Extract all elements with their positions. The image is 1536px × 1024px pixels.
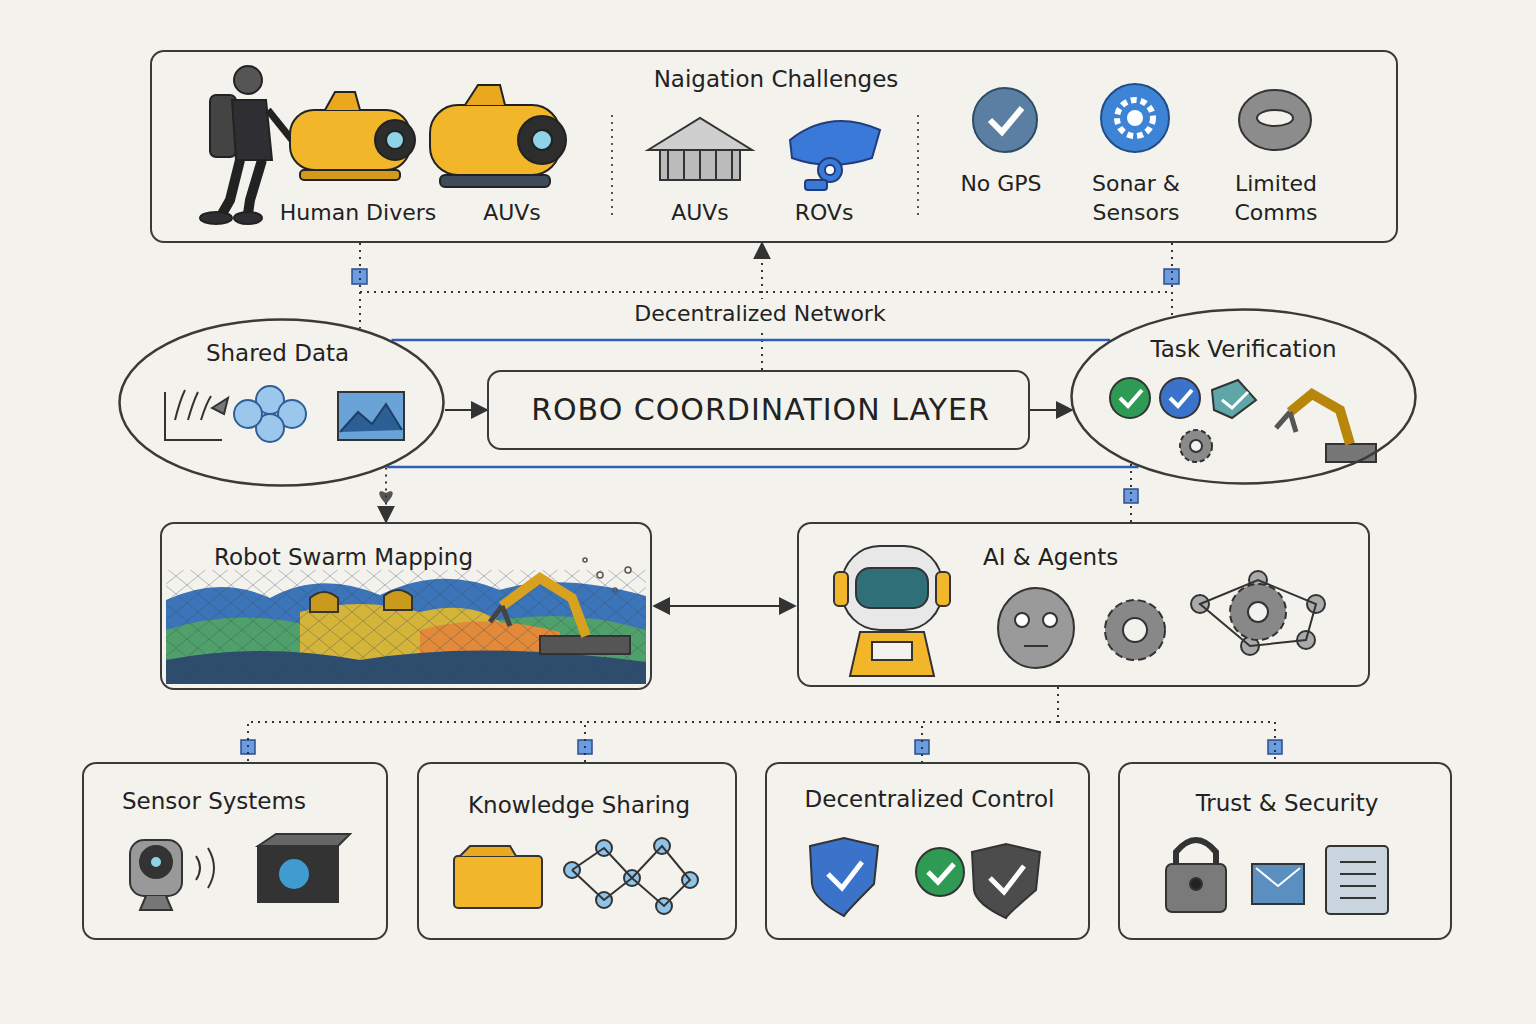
section-box: Robot Swarm Mapping (160, 522, 652, 690)
ellipse-outline (1070, 308, 1417, 485)
connector (359, 243, 361, 328)
connector (392, 339, 1111, 342)
connector (1058, 687, 1275, 762)
icon-caption: Human Divers (273, 198, 443, 227)
section-box: Sensor Systems (82, 762, 388, 940)
icon-caption: Sonar & Sensors (1076, 169, 1196, 227)
section-box: AI & Agents (797, 522, 1370, 687)
connector (654, 605, 795, 607)
connector (1130, 464, 1132, 522)
connector (1030, 409, 1072, 411)
node-title: Task Verification (1150, 336, 1336, 362)
node-title: Decentralized Control (805, 786, 1055, 812)
node-title: ROBO COORDINATION LAYER (531, 392, 990, 427)
section-box: Decentralized Control (765, 762, 1090, 940)
section-box: Trust & Security (1118, 762, 1452, 940)
connector (387, 466, 1139, 469)
node-title: Knowledge Sharing (468, 792, 690, 818)
section-box: Knowledge Sharing (417, 762, 737, 940)
connector (585, 687, 1058, 762)
node-title: Shared Data (206, 340, 349, 366)
connector (385, 468, 387, 523)
section-box: ROBO COORDINATION LAYER (487, 370, 1030, 450)
icon-caption: ROVs (779, 198, 869, 227)
node-title: Trust & Security (1196, 790, 1379, 816)
node-title: AI & Agents (983, 544, 1118, 570)
node-title: Sensor Systems (122, 788, 306, 814)
ellipse-node: Shared Data (118, 318, 445, 487)
connector (1171, 243, 1173, 316)
node-title: Naigation Challenges (654, 66, 899, 92)
icon-caption: No GPS (946, 169, 1056, 198)
icon-caption: AUVs (655, 198, 745, 227)
icon-caption: Limited Comms (1216, 169, 1336, 227)
icon-caption: AUVs (467, 198, 557, 227)
network-label: Decentralized Network (611, 299, 909, 328)
connector (248, 687, 1058, 762)
ellipse-node: Task Verification (1070, 308, 1417, 485)
connector (922, 687, 1058, 762)
node-title: Robot Swarm Mapping (214, 544, 473, 570)
connector (445, 409, 487, 411)
